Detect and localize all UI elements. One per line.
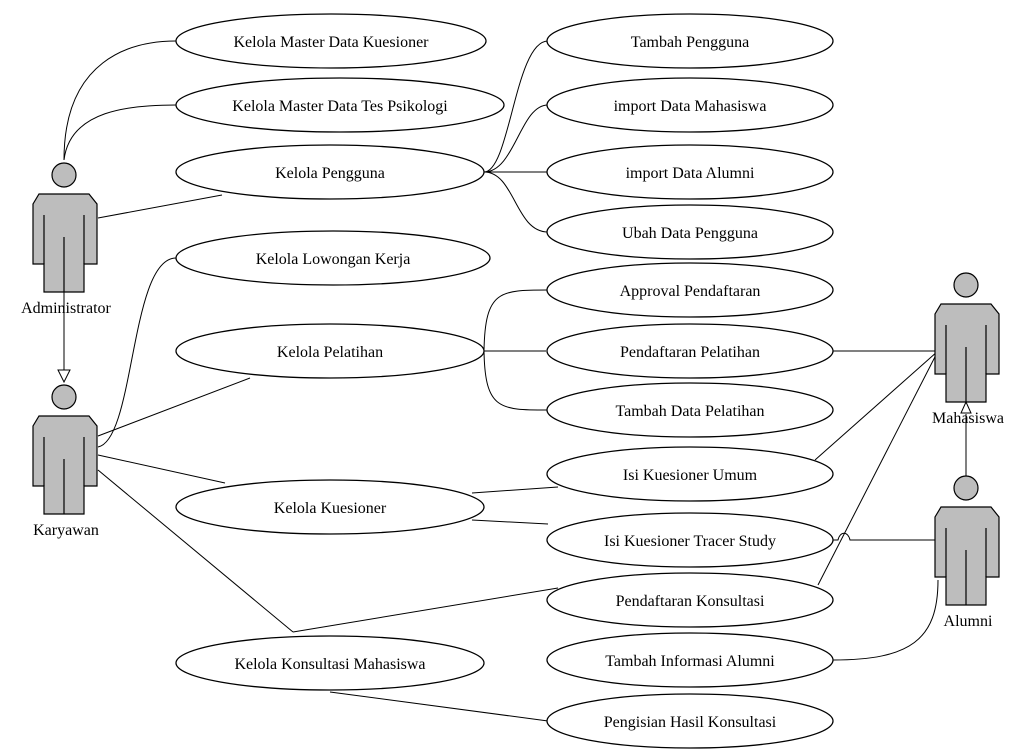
actor-figure-icon: [32, 415, 98, 515]
use-case-label: Pendaftaran Konsultasi: [616, 593, 765, 610]
link-konsultasi-hasil: [329, 691, 549, 722]
use-case-pengisian-hasil[interactable]: Pengisian Hasil Konsultasi: [546, 693, 834, 749]
link-pengguna-import-mhs: [483, 104, 549, 173]
assoc-karyawan-kuesioner: [97, 454, 226, 484]
use-case-isi-tracer-study[interactable]: Isi Kuesioner Tracer Study: [546, 512, 834, 568]
use-case-kelola-pengguna[interactable]: Kelola Pengguna: [175, 144, 485, 200]
use-case-label: Isi Kuesioner Tracer Study: [604, 533, 776, 550]
use-case-label: Kelola Kuesioner: [274, 500, 387, 517]
link-kuesioner-tracer: [471, 519, 549, 525]
use-case-label: Pendaftaran Pelatihan: [620, 344, 760, 361]
use-case-isi-kuesioner-umum[interactable]: Isi Kuesioner Umum: [546, 446, 834, 502]
assoc-mhs-kuesioner-umum: [814, 350, 939, 461]
actor-karyawan[interactable]: Karyawan: [32, 384, 99, 539]
link-pengguna-tambah: [483, 40, 549, 173]
use-case-label: Tambah Data Pelatihan: [615, 403, 764, 420]
use-case-kelola-konsultasi[interactable]: Kelola Konsultasi Mahasiswa: [175, 635, 485, 691]
assoc-karyawan-lowongan: [97, 257, 177, 448]
actor-alumni[interactable]: Alumni: [934, 475, 1000, 630]
use-case-label: Isi Kuesioner Umum: [623, 467, 758, 484]
link-konsultasi-pendaftaran: [292, 587, 559, 633]
generalization-arrow: [960, 400, 972, 414]
assoc-alumni-tracer: [833, 532, 938, 541]
actor-label: Alumni: [944, 613, 993, 630]
use-case-import-alumni[interactable]: import Data Alumni: [546, 144, 834, 200]
assoc-mhs-konsultasi: [817, 350, 939, 586]
actor-figure-icon: [934, 303, 1000, 403]
use-case-approval-pendaftaran[interactable]: Approval Pendaftaran: [546, 262, 834, 318]
use-case-label: Kelola Master Data Tes Psikologi: [232, 98, 448, 115]
use-case-label: Kelola Pengguna: [275, 165, 385, 182]
actor-label: Karyawan: [33, 522, 99, 539]
use-case-label: Kelola Lowongan Kerja: [256, 251, 411, 268]
use-case-kelola-kuesioner[interactable]: Kelola Kuesioner: [175, 479, 485, 535]
use-case-kelola-lowongan[interactable]: Kelola Lowongan Kerja: [175, 230, 491, 286]
use-case-import-mahasiswa[interactable]: import Data Mahasiswa: [546, 77, 834, 133]
use-case-label: Kelola Pelatihan: [277, 344, 383, 361]
actor-label: Mahasiswa: [932, 410, 1004, 427]
use-case-label: import Data Alumni: [626, 165, 755, 182]
assoc-karyawan-pelatihan: [97, 377, 251, 437]
link-kuesioner-umum: [471, 486, 559, 494]
use-case-label: Pengisian Hasil Konsultasi: [604, 714, 777, 731]
use-case-label: import Data Mahasiswa: [614, 98, 767, 115]
generalization-arrow: [57, 369, 71, 384]
assoc-admin-pengguna: [97, 194, 223, 219]
assoc-karyawan-konsultasi: [97, 469, 294, 633]
assoc-admin-master-tes: [63, 104, 177, 161]
actor-label: Administrator: [21, 300, 111, 317]
actor-figure-icon: [934, 506, 1000, 606]
use-case-label: Tambah Pengguna: [631, 34, 749, 51]
use-case-tambah-pengguna[interactable]: Tambah Pengguna: [546, 13, 834, 69]
use-cases: Kelola Master Data Kuesioner Kelola Mast…: [175, 13, 834, 749]
use-case-label: Approval Pendaftaran: [620, 283, 761, 300]
assoc-alumni-info: [832, 579, 939, 661]
assoc-admin-master-kuesioner: [63, 40, 177, 161]
use-case-label: Kelola Konsultasi Mahasiswa: [234, 656, 425, 673]
link-pengguna-ubah: [483, 171, 549, 233]
use-case-pendaftaran-pelatihan[interactable]: Pendaftaran Pelatihan: [546, 323, 834, 379]
use-case-label: Kelola Master Data Kuesioner: [233, 34, 429, 51]
use-case-tambah-pelatihan[interactable]: Tambah Data Pelatihan: [546, 382, 834, 438]
use-case-kelola-pelatihan[interactable]: Kelola Pelatihan: [175, 323, 485, 379]
connections: [57, 40, 972, 722]
use-case-label: Ubah Data Pengguna: [622, 225, 758, 242]
actor-figure-icon: [32, 193, 98, 293]
use-case-tambah-info-alumni[interactable]: Tambah Informasi Alumni: [546, 632, 834, 688]
use-case-ubah-pengguna[interactable]: Ubah Data Pengguna: [546, 204, 834, 260]
actor-mahasiswa[interactable]: Mahasiswa: [932, 272, 1004, 427]
link-pelatihan-approval: [483, 289, 549, 352]
use-case-kelola-master-tes[interactable]: Kelola Master Data Tes Psikologi: [175, 77, 505, 133]
use-case-pendaftaran-konsultasi[interactable]: Pendaftaran Konsultasi: [546, 572, 834, 628]
link-pelatihan-tambah: [483, 350, 549, 411]
use-case-kelola-master-kuesioner[interactable]: Kelola Master Data Kuesioner: [175, 13, 487, 69]
use-case-label: Tambah Informasi Alumni: [605, 653, 775, 670]
actor-administrator[interactable]: Administrator: [21, 162, 112, 317]
